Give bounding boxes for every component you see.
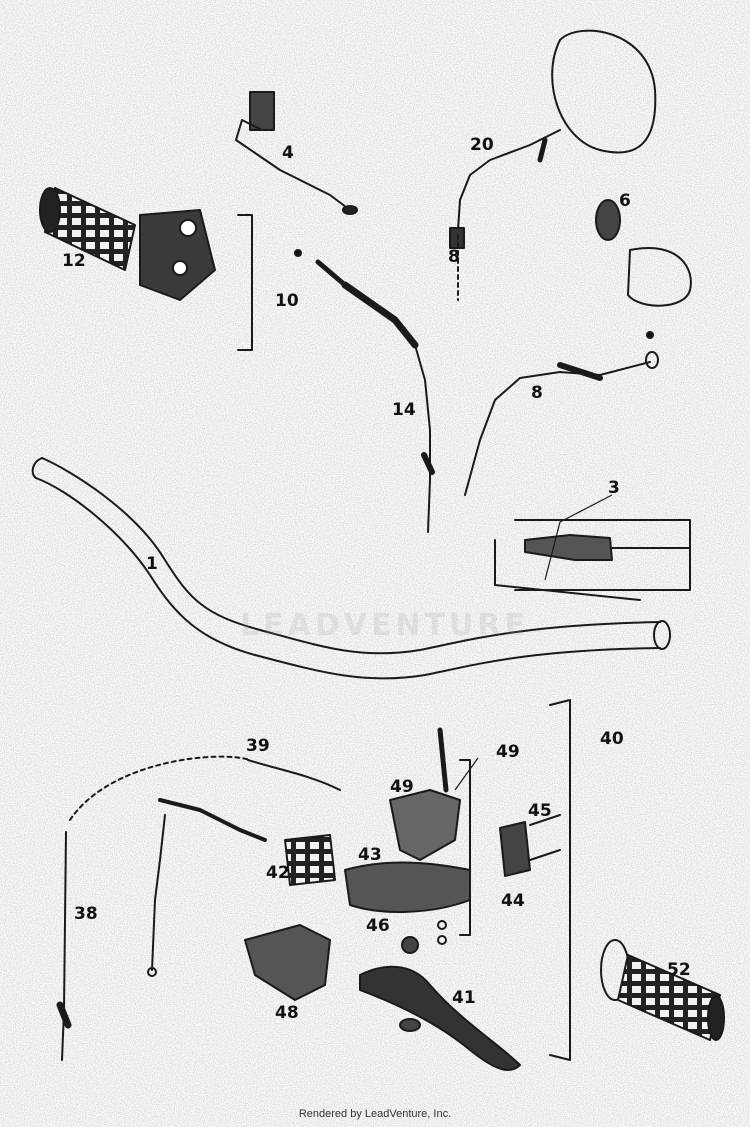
callout-49: 49 [496, 742, 520, 762]
cover-48 [244, 924, 331, 1001]
callout-44: 44 [501, 891, 525, 911]
callout-45: 45 [528, 801, 552, 821]
callout-8-lower: 8 [531, 383, 543, 403]
callout-10: 10 [275, 291, 299, 311]
cable-39-38 [56, 755, 341, 1061]
callout-43: 43 [358, 845, 382, 865]
callout-42: 42 [266, 863, 290, 883]
callout-6: 6 [619, 191, 631, 211]
callout-39: 39 [246, 736, 270, 756]
callout-38: 38 [74, 904, 98, 924]
callout-12: 12 [62, 251, 86, 271]
lever-41 [359, 936, 521, 1071]
callout-4: 4 [282, 143, 294, 163]
callout-48: 48 [275, 1003, 299, 1023]
switch-6 [595, 199, 692, 307]
callout-3: 3 [608, 478, 620, 498]
cable-8 [457, 234, 659, 496]
callout-49b: 49 [390, 777, 414, 797]
callout-46: 46 [366, 916, 390, 936]
leader-lines [454, 494, 613, 791]
bar-end-3 [494, 519, 691, 601]
callout-14: 14 [392, 400, 416, 420]
handlebar [31, 457, 671, 680]
callout-41: 41 [452, 988, 476, 1008]
switch-wire-4 [235, 91, 358, 215]
footer-credit: Rendered by LeadVenture, Inc. [298, 1108, 452, 1120]
bracket-10 [237, 214, 253, 351]
callout-20: 20 [470, 135, 494, 155]
callout-1: 1 [146, 554, 158, 574]
watermark: LEADVENTURE [240, 608, 529, 643]
adjuster-42 [284, 834, 336, 886]
callout-8-upper: 8 [448, 247, 460, 267]
cable-14 [294, 249, 435, 533]
callout-40: 40 [600, 729, 624, 749]
left-grip-assembly [39, 187, 216, 301]
callout-52: 52 [667, 960, 691, 980]
right-grip-52 [600, 939, 725, 1041]
lever-perch-assembly [344, 699, 571, 1061]
